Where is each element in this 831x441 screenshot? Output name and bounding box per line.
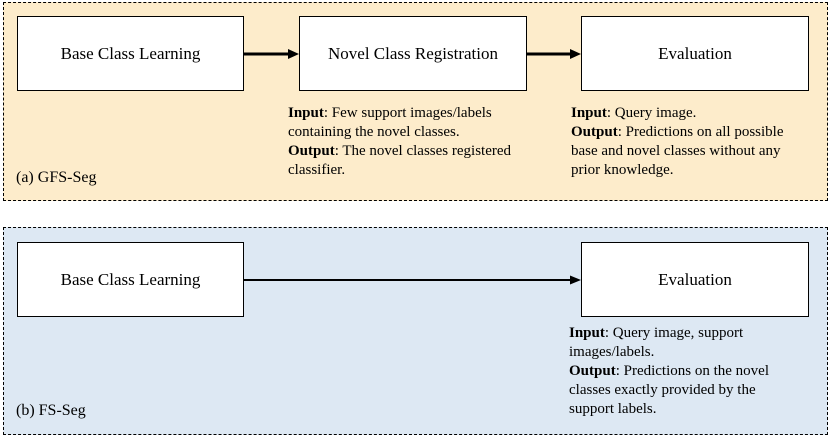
input-text: : Few support images/labels [323,105,492,121]
output-text: classifier. [288,162,346,178]
output-text: classes exactly provided by the [569,382,756,398]
output-text: base and novel classes without any [571,143,781,159]
fs-arrow [244,275,581,285]
output-text: prior knowledge. [571,162,674,178]
gfs-arrow-2 [527,49,581,59]
fs-panel-label: (b) FS-Seg [16,402,86,419]
input-heading: Input [288,105,324,121]
fs-base-class-learning-label: Base Class Learning [60,269,201,289]
input-text: : Query image. [606,105,697,121]
fs-base-class-learning-box: Base Class Learning [17,242,244,317]
input-text: : Query image, support [604,325,744,341]
output-text: support labels. [569,401,657,417]
output-text: : The novel classes registered [334,143,512,159]
gfs-base-class-learning-label: Base Class Learning [60,43,201,63]
gfs-evaluation-box: Evaluation [581,16,809,91]
output-heading: Output [288,143,335,159]
output-text: : Predictions on all possible [617,124,784,140]
fs-evaluation-description: Input: Query image, support images/label… [569,324,769,419]
gfs-base-class-learning-box: Base Class Learning [17,16,244,91]
output-heading: Output [571,124,618,140]
gfs-panel-label: (a) GFS-Seg [16,169,97,186]
gfs-registration-description: Input: Few support images/labels contain… [288,104,511,180]
gfs-evaluation-label: Evaluation [658,43,732,63]
output-heading: Output [569,363,616,379]
input-text: containing the novel classes. [288,124,460,140]
fs-evaluation-label: Evaluation [658,269,732,289]
input-text: images/labels. [569,344,655,360]
gfs-evaluation-description: Input: Query image. Output: Predictions … [571,104,784,180]
gfs-novel-class-registration-label: Novel Class Registration [328,43,498,63]
fs-evaluation-box: Evaluation [581,242,809,317]
input-heading: Input [571,105,607,121]
gfs-arrow-1 [244,49,299,59]
input-heading: Input [569,325,605,341]
gfs-novel-class-registration-box: Novel Class Registration [299,16,527,91]
output-text: : Predictions on the novel [615,363,769,379]
